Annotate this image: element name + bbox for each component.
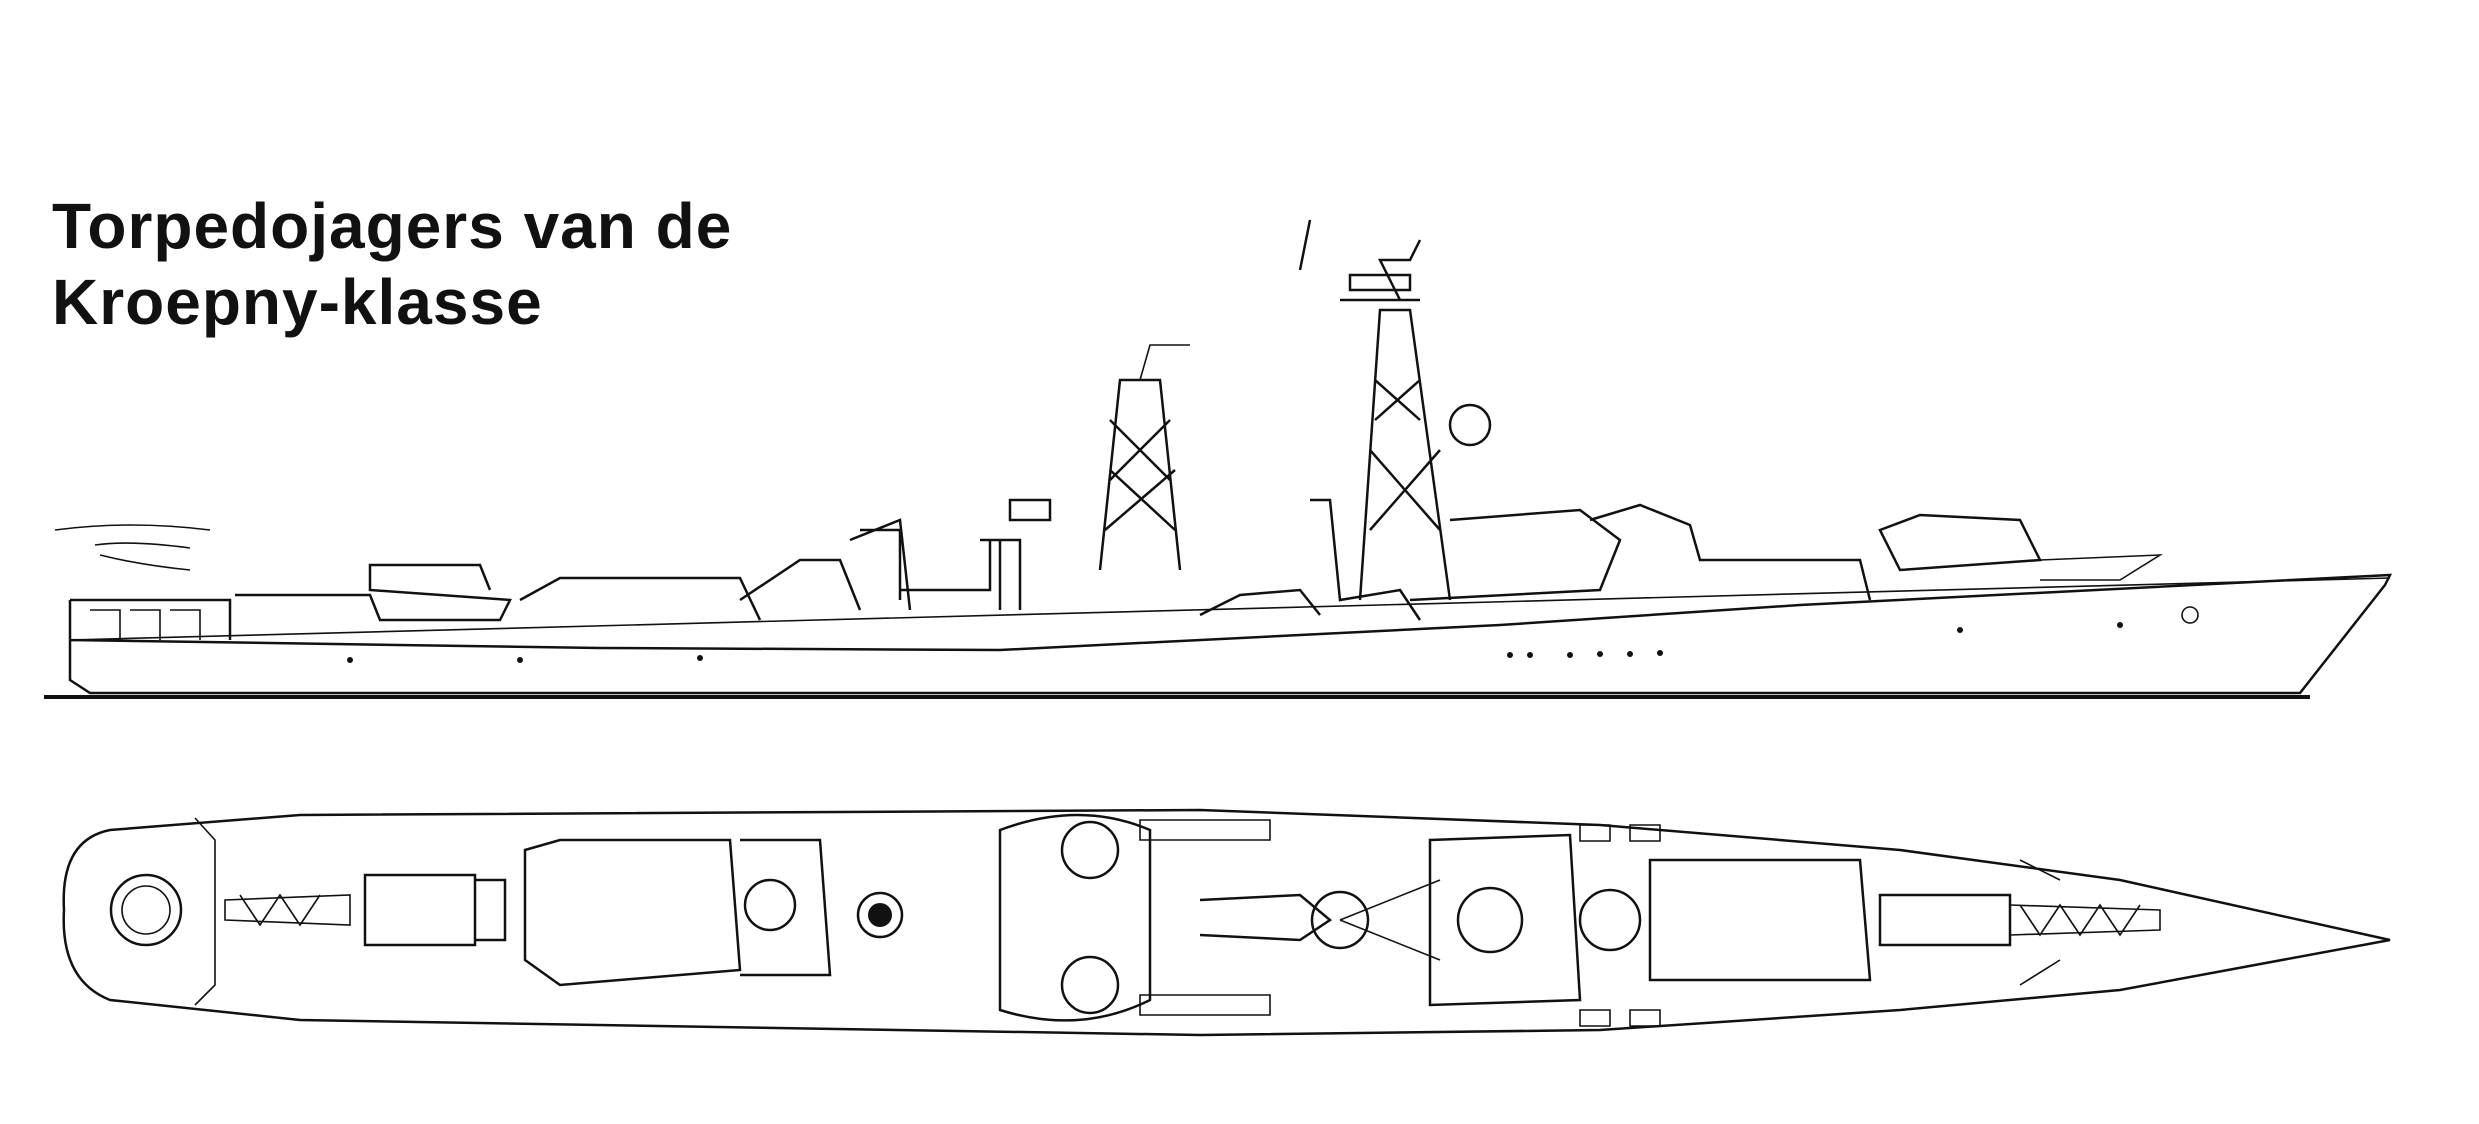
forward-superstructure [1409,508,1622,602]
bridge-structure [1310,498,1422,621]
forward-launcher [1878,513,2042,572]
aft-mast [1098,378,1182,571]
side-profile-view [44,219,2393,699]
forward-superstructure-plan [1428,833,1582,1007]
title-line-1: Torpedojagers van de [52,190,733,262]
funnel [900,538,1022,610]
rocket-launcher [849,518,912,611]
deckhouse [1199,588,1321,617]
torpedo-tubes [1139,819,1271,1016]
radar-antenna [1008,498,1052,522]
main-mast [1358,308,1452,601]
aft-superstructure [519,576,762,621]
helicopter-icon [54,524,211,571]
hangar-roof [523,838,742,987]
diagram-title: Torpedojagers van de Kroepny-klasse [52,188,732,340]
title-line-2: Kroepny-klasse [52,266,543,338]
bridge-mast-plan [1310,890,1370,950]
mast-radar [1340,273,1420,302]
helideck-circle [109,873,183,947]
rocket-launcher-plan [998,813,1152,1022]
aft-gun-turret [739,558,862,611]
deck-outline [62,808,2391,1037]
helicopter-hangar [70,598,232,640]
funnel-plan [856,891,904,939]
forward-launcher-plan [1878,893,2012,947]
hull [68,573,2393,695]
forward-turret-plan [1578,888,1642,952]
top-plan-view [62,808,2391,1037]
aft-launcher [235,563,512,622]
forward-deckhouse-plan [1648,858,1872,982]
aft-turret-plan [743,878,797,932]
forward-gun-turret [1589,503,1872,601]
aft-launcher-mount [363,873,507,947]
aft-launcher-rail [224,893,351,927]
fire-control-dish [1448,403,1492,447]
